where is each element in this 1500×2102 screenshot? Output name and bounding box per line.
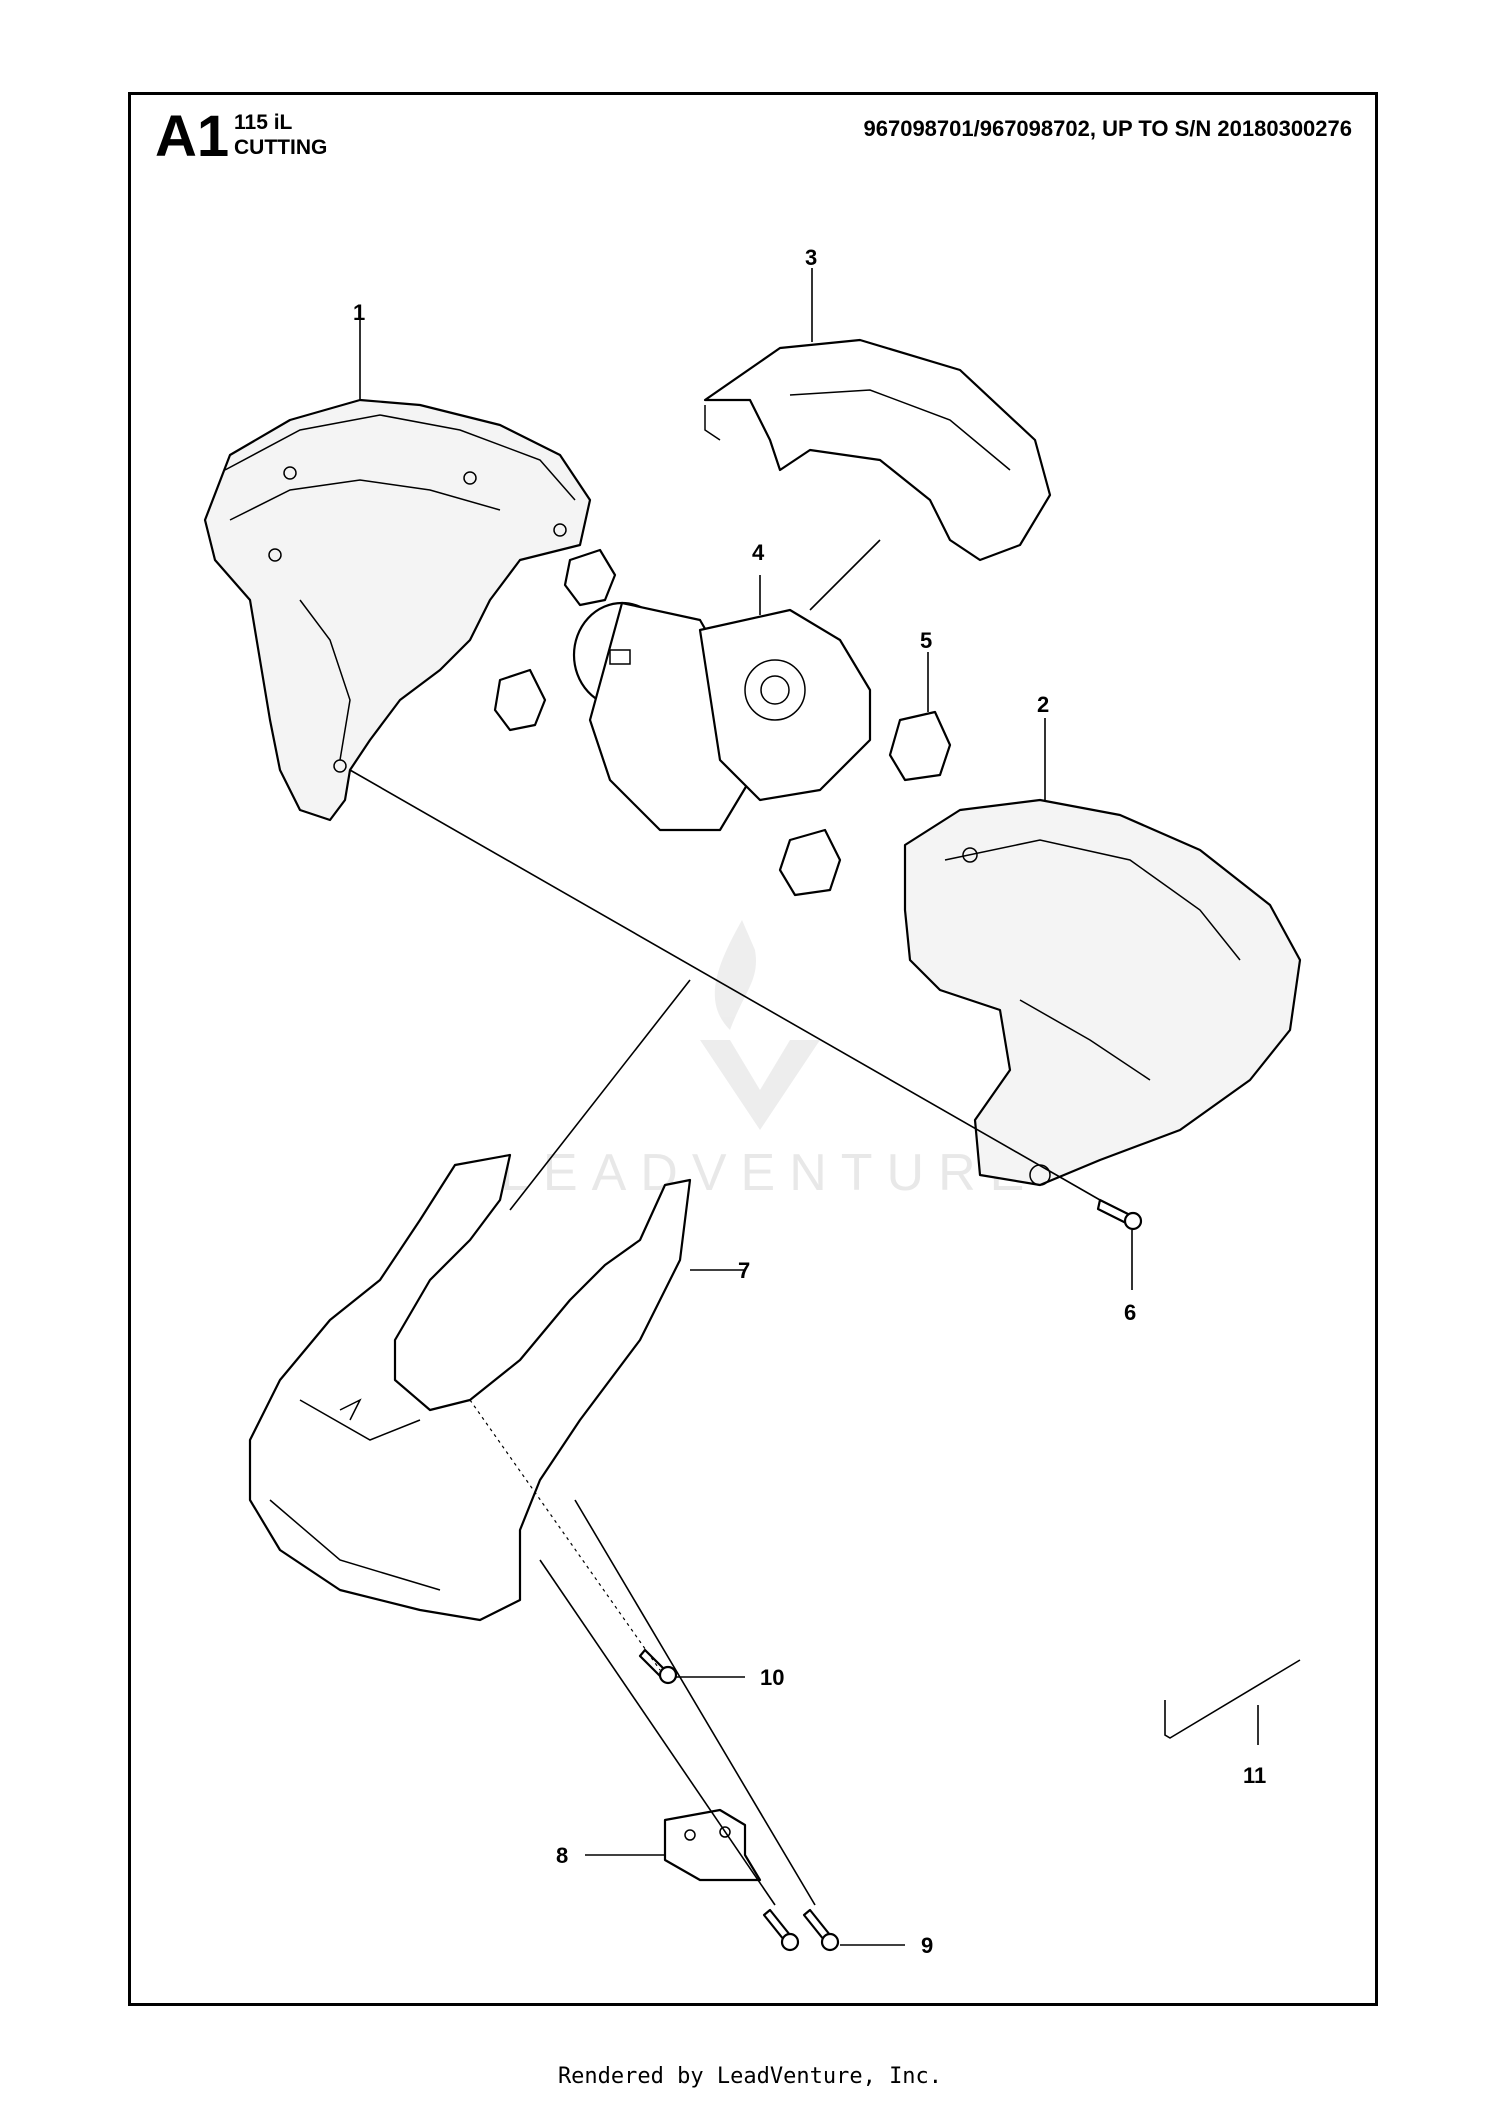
callout-5: 5 [920,628,932,653]
page-code: A1 [155,104,230,169]
callout-8: 8 [556,1843,568,1868]
part-5-dampers [493,548,952,897]
callout-9: 9 [921,1933,933,1958]
callout-6: 6 [1124,1300,1136,1325]
footer-credit: Rendered by LeadVenture, Inc. [557,2064,943,2089]
callout-3: 3 [805,245,817,270]
part-11-hex-key [1164,1659,1301,1739]
callout-7: 7 [738,1258,750,1283]
callout-labels: 1 2 3 4 5 6 7 8 9 10 11 [353,245,1266,1958]
callout-1: 1 [353,300,365,325]
watermark: LEADVENTURE [500,920,1038,1202]
part-numbers: 967098701/967098702, UP TO S/N 201803002… [863,116,1353,141]
callout-10: 10 [760,1665,784,1690]
part-9-screws [762,1908,840,1952]
section-title: CUTTING [234,136,328,159]
model-name: 115 iL [234,111,293,134]
part-1-housing-left [203,398,592,822]
callout-2: 2 [1037,692,1049,717]
leader-lines [349,268,1259,1946]
diagram-frame [128,92,1378,2006]
part-8-bracket [663,1808,762,1882]
part-3-top-cover [703,338,1052,562]
callout-11: 11 [1243,1763,1266,1788]
callout-4: 4 [752,540,765,565]
watermark-text: LEADVENTURE [500,1144,1038,1202]
part-6-screw [1096,1198,1143,1231]
part-2-housing-right [903,798,1302,1187]
part-4-motor [572,601,872,832]
part-7-guard [248,1153,692,1622]
part-10-screw [638,1648,678,1685]
